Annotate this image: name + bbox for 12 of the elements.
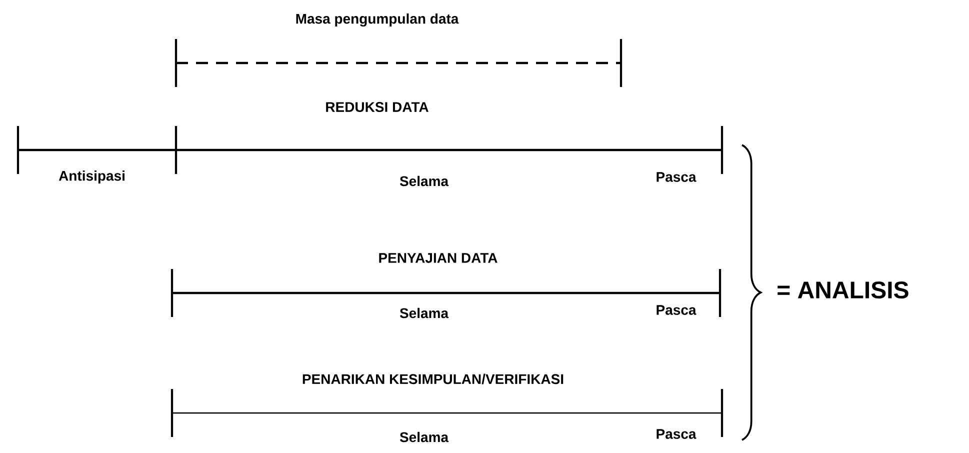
label: Selama [400, 176, 449, 186]
label: PENARIKAN KESIMPULAN/VERIFIKASI [302, 374, 564, 384]
label: REDUKSI DATA [326, 102, 428, 112]
label: Selama [400, 308, 449, 318]
label: = ANALISIS [778, 282, 908, 298]
label: Pasca [656, 429, 696, 439]
label: Pasca [656, 172, 696, 182]
label: Antisipasi [58, 170, 124, 184]
label: Masa pengumpulan data [296, 13, 459, 27]
label: PENYAJIAN DATA [379, 253, 498, 263]
label: Selama [400, 432, 449, 442]
label: Pasca [656, 305, 696, 315]
